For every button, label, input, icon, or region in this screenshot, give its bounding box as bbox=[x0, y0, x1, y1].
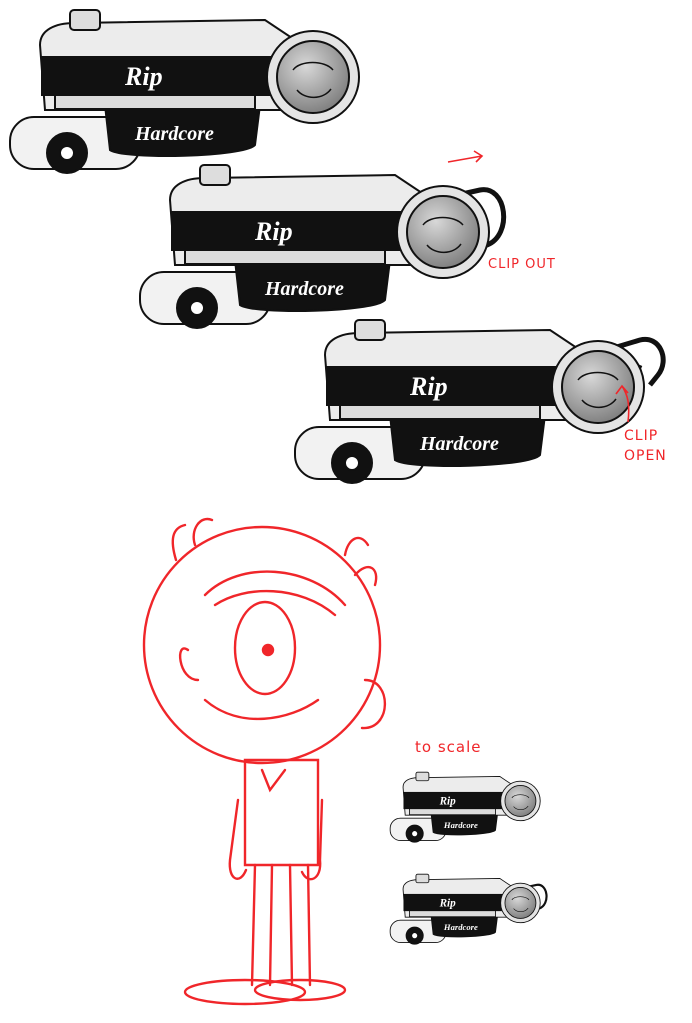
character-shoe-left bbox=[183, 978, 307, 1006]
character-pupil bbox=[261, 643, 275, 657]
clip-open-label-2: OPEN bbox=[624, 448, 667, 464]
knob-icon bbox=[415, 771, 430, 782]
character-hair bbox=[171, 517, 378, 587]
band-icon bbox=[171, 211, 423, 251]
lens-icon bbox=[406, 195, 480, 269]
character-brow bbox=[213, 589, 337, 617]
grip-icon bbox=[430, 812, 499, 836]
character-nose bbox=[179, 647, 200, 682]
device-clip-out: Hardcore Rip bbox=[139, 164, 507, 329]
wheel-hub-icon bbox=[59, 145, 75, 161]
brand-logo: Rip bbox=[409, 372, 448, 401]
rail-icon bbox=[54, 94, 256, 110]
character-collar bbox=[260, 768, 287, 793]
knob-icon bbox=[69, 9, 101, 31]
wheel-hub-icon bbox=[189, 300, 205, 316]
clip-out-label: CLIP OUT bbox=[488, 257, 556, 272]
to-scale-label: to scale bbox=[415, 738, 481, 756]
wheel-hub-icon bbox=[411, 830, 419, 838]
rail-icon bbox=[409, 910, 496, 918]
band-icon bbox=[403, 893, 512, 912]
knob-icon bbox=[354, 319, 386, 341]
character-legs bbox=[250, 863, 312, 987]
character-shoe-right bbox=[253, 978, 347, 1002]
rail-icon bbox=[409, 808, 496, 816]
band-icon bbox=[326, 366, 578, 406]
rail-icon bbox=[339, 404, 541, 420]
character-arm-left bbox=[228, 798, 248, 880]
character-arm-right bbox=[300, 798, 324, 881]
character-hairline bbox=[203, 570, 347, 607]
lens-icon bbox=[561, 350, 635, 424]
character-shirt bbox=[243, 758, 320, 867]
character-sketch bbox=[142, 517, 387, 1006]
clip-out-arrow bbox=[447, 150, 484, 163]
face-icon bbox=[577, 371, 619, 409]
device-small-closed: Hardcore Rip bbox=[389, 771, 541, 843]
lens-icon bbox=[276, 40, 350, 114]
devices-layer: HardcoreRipHardcoreRipHardcoreRipHardcor… bbox=[9, 9, 666, 945]
grip-icon bbox=[103, 104, 262, 157]
device-small-clip: Hardcore Rip bbox=[389, 873, 548, 945]
model-logo: Hardcore bbox=[264, 278, 344, 300]
clip-icon bbox=[434, 187, 507, 253]
model-logo: Hardcore bbox=[134, 123, 214, 145]
model-logo: Hardcore bbox=[443, 922, 478, 932]
character-eye bbox=[233, 600, 297, 696]
model-logo: Hardcore bbox=[443, 820, 478, 830]
band-icon bbox=[403, 791, 512, 810]
face-icon bbox=[422, 216, 464, 254]
clip-open-arrow bbox=[615, 384, 630, 423]
lens-icon bbox=[504, 887, 537, 919]
character-head bbox=[142, 525, 382, 765]
brand-logo: Rip bbox=[254, 217, 293, 246]
character-ear bbox=[360, 678, 387, 730]
device-clip-open: Hardcore Rip bbox=[294, 319, 666, 484]
face-icon bbox=[511, 794, 530, 811]
wheel-hub-icon bbox=[411, 932, 419, 940]
knob-icon bbox=[415, 873, 430, 884]
brand-logo: Rip bbox=[439, 897, 457, 909]
grip-icon bbox=[233, 259, 392, 312]
device-closed: Hardcore Rip bbox=[9, 9, 360, 174]
lens-icon bbox=[504, 785, 537, 817]
clip-open-label-1: CLIP bbox=[624, 428, 658, 444]
wheel-hub-icon bbox=[344, 455, 360, 471]
knob-icon bbox=[199, 164, 231, 186]
brand-logo: Rip bbox=[439, 795, 457, 807]
grip-icon bbox=[430, 914, 499, 938]
face-icon bbox=[292, 61, 334, 99]
brand-logo: Rip bbox=[124, 62, 163, 91]
band-icon bbox=[41, 56, 293, 96]
grip-icon bbox=[388, 414, 547, 467]
model-logo: Hardcore bbox=[419, 433, 499, 455]
rail-icon bbox=[184, 249, 386, 265]
face-icon bbox=[511, 896, 530, 913]
character-mouth bbox=[203, 698, 320, 721]
